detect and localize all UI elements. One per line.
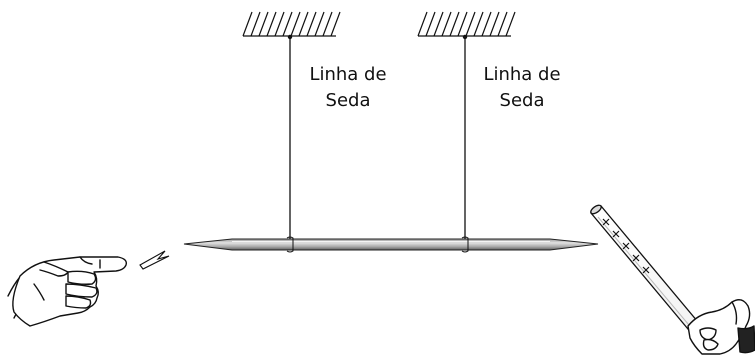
left-thread-knot xyxy=(287,34,293,40)
right-ceiling-support xyxy=(417,11,516,37)
pointing-hand-icon xyxy=(7,256,128,327)
right-thread-label-line1: Linha de xyxy=(483,64,560,85)
left-thread-label-line1: Linha de xyxy=(309,64,386,85)
charge-marks xyxy=(602,218,650,274)
silk-threads xyxy=(289,37,466,242)
hand-holding-charged-rod-icon xyxy=(590,204,755,355)
small-paper-piece xyxy=(139,250,170,270)
right-thread-knot xyxy=(462,34,468,40)
right-thread-label-line2: Seda xyxy=(500,90,545,111)
suspended-metal-rod xyxy=(183,236,599,253)
left-thread-label-line2: Seda xyxy=(326,90,371,111)
left-ceiling-support xyxy=(242,11,341,37)
